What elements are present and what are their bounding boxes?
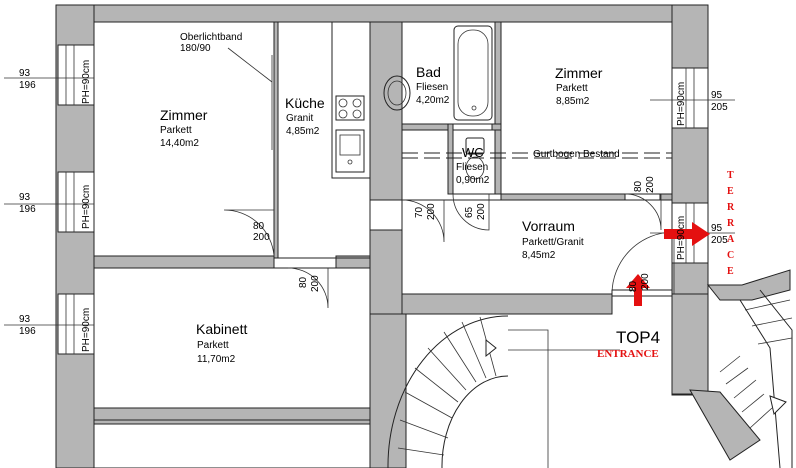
- door-dim-label: 200: [253, 232, 270, 243]
- room-area-kabinett: 11,70m2: [197, 354, 236, 365]
- room-name-vorraum: Vorraum: [522, 218, 575, 234]
- oberlicht-label: Oberlichtband: [180, 32, 242, 43]
- room-floor-zimmer1: Parkett: [160, 125, 192, 136]
- room-area-bad: 4,20m2: [416, 95, 450, 106]
- room-floor-kabinett: Parkett: [197, 340, 229, 351]
- terrace-stair: [719, 289, 793, 468]
- left-windows: [4, 44, 95, 355]
- window-dim-label: 93: [19, 68, 31, 79]
- gurtbogen-label: Gurtbogen Bestand: [533, 149, 620, 160]
- room-floor-bad: Fliesen: [416, 82, 448, 93]
- room-area-zimmer1: 14,40m2: [160, 138, 199, 149]
- room-name-kabinett: Kabinett: [196, 321, 247, 337]
- window-ph-label: PH=90cm: [81, 308, 92, 352]
- entrance-arrow-icon: [626, 274, 650, 306]
- room-area-vorraum: 8,45m2: [522, 250, 556, 261]
- room-floor-kueche: Granit: [286, 113, 313, 124]
- bath-fixtures: [383, 25, 493, 180]
- door-dim-label: 80: [628, 280, 639, 292]
- svg-text:T: T: [727, 170, 734, 181]
- doors: [223, 193, 675, 309]
- room-area-kueche: 4,85m2: [286, 126, 320, 137]
- room-floor-wc: Fliesen: [456, 162, 488, 173]
- window-dim-label: 95: [711, 223, 723, 234]
- window-dim-label: 205: [711, 235, 728, 246]
- window-dim-label: 93: [19, 314, 31, 325]
- room-name-bad: Bad: [416, 64, 441, 80]
- terrace-arrow-icon: [664, 222, 710, 246]
- door-dim-label: 80: [298, 276, 309, 288]
- window-ph-label: PH=90cm: [676, 82, 687, 126]
- window-ph-label: PH=90cm: [81, 185, 92, 229]
- room-area-zimmer2: 8,85m2: [556, 96, 590, 107]
- room-area-wc: 0,90m2: [456, 175, 490, 186]
- entrance-label: ENTRANCE: [597, 348, 659, 360]
- window-dim-label: 93: [19, 192, 31, 203]
- window-ph-label: PH=90cm: [676, 216, 687, 260]
- window-dim-label: 196: [19, 326, 36, 337]
- door-dim-label: 65: [464, 206, 475, 218]
- room-floor-zimmer2: Parkett: [556, 83, 588, 94]
- door-dim-label: 70: [414, 206, 425, 218]
- oberlicht-size-label: 180/90: [180, 43, 211, 54]
- terrace-label: T E R R A C E: [727, 170, 735, 277]
- svg-text:R: R: [727, 202, 735, 213]
- door-dim-label: 200: [640, 273, 651, 290]
- door-dim-label: 200: [645, 176, 656, 193]
- top-label: TOP4: [616, 328, 660, 347]
- svg-text:C: C: [727, 250, 734, 261]
- room-name-kueche: Küche: [285, 95, 325, 111]
- svg-text:A: A: [727, 234, 735, 245]
- room-name-zimmer1: Zimmer: [160, 107, 208, 123]
- svg-text:E: E: [727, 186, 734, 197]
- window-dim-label: 196: [19, 204, 36, 215]
- window-dim-label: 196: [19, 80, 36, 91]
- window-dim-label: 95: [711, 90, 723, 101]
- spiral-stair: [387, 315, 620, 468]
- room-name-zimmer2: Zimmer: [555, 65, 603, 81]
- svg-text:R: R: [727, 218, 735, 229]
- door-dim-label: 200: [310, 275, 321, 292]
- window-ph-label: PH=90cm: [81, 60, 92, 104]
- window-dim-label: 205: [711, 102, 728, 113]
- door-dim-label: 80: [253, 221, 265, 232]
- door-dim-label: 200: [476, 203, 487, 220]
- door-dim-label: 200: [426, 203, 437, 220]
- room-floor-vorraum: Parkett/Granit: [522, 237, 584, 248]
- svg-text:E: E: [727, 266, 734, 277]
- room-name-wc: WC: [462, 145, 484, 160]
- kitchen-counter: [331, 21, 371, 179]
- door-dim-label: 80: [633, 180, 644, 192]
